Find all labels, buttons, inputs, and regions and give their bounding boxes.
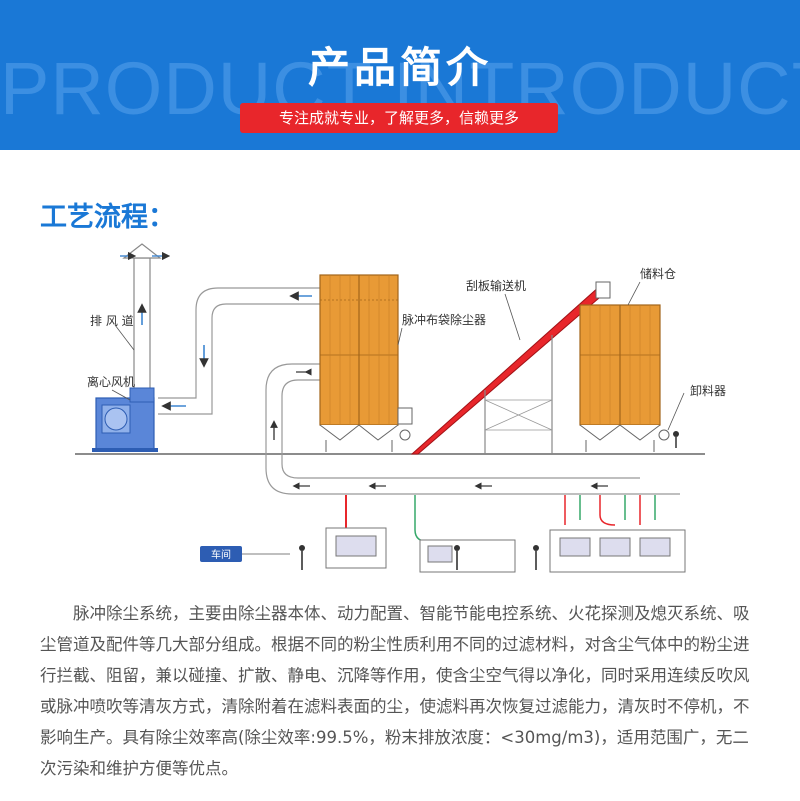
workshop-machines bbox=[299, 495, 686, 573]
section-title: 工艺流程： bbox=[40, 202, 175, 233]
bag-filter-collector bbox=[319, 274, 413, 452]
storage-silo bbox=[579, 304, 679, 452]
label-scraper-conveyor: 刮板输送机 bbox=[466, 278, 526, 293]
inlet-duct bbox=[265, 363, 680, 495]
centrifugal-fan bbox=[92, 387, 158, 452]
main-duct bbox=[158, 287, 320, 415]
exhaust-stack bbox=[120, 243, 171, 419]
label-centrifugal-fan: 离心风机 bbox=[87, 374, 135, 389]
scraper-conveyor bbox=[410, 281, 611, 455]
workshop-tag bbox=[200, 546, 242, 562]
label-workshop: 车间 bbox=[211, 548, 231, 561]
header-banner: PRODUCT INTRODUCTION 产品简介 专注成就专业，了解更多，信赖… bbox=[0, 0, 800, 150]
label-bag-filter: 脉冲布袋除尘器 bbox=[402, 312, 486, 327]
slogan-badge: 专注成就专业，了解更多，信赖更多 bbox=[240, 103, 558, 133]
label-storage-silo: 储料仓 bbox=[640, 266, 676, 281]
process-diagram: 排 风 道 离心风机 脉冲布袋除尘器 刮板输送机 储料仓 卸料器 车间 bbox=[75, 243, 726, 573]
label-unloader: 卸料器 bbox=[690, 383, 726, 398]
page-title: 产品简介 bbox=[307, 43, 492, 92]
label-exhaust-duct: 排 风 道 bbox=[90, 314, 134, 328]
description-paragraph: 脉冲除尘系统，主要由除尘器本体、动力配置、智能节能电控系统、火花探测及熄灭系统、… bbox=[40, 598, 765, 784]
description-text: 脉冲除尘系统，主要由除尘器本体、动力配置、智能节能电控系统、火花探测及熄灭系统、… bbox=[40, 604, 750, 778]
